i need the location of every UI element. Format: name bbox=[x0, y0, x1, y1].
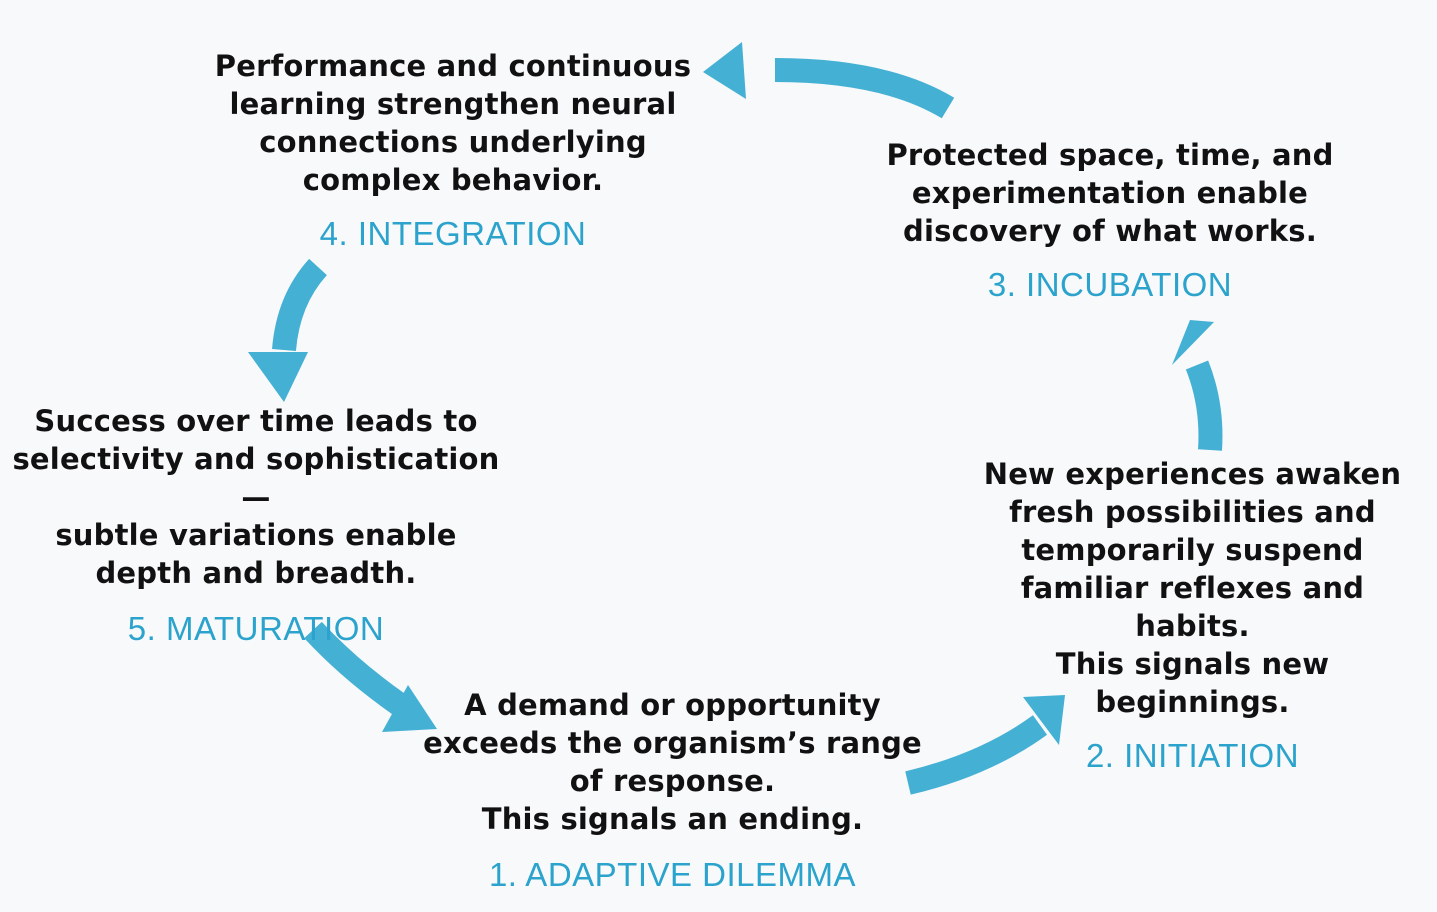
stage-integration-title: 4. INTEGRATION bbox=[319, 215, 587, 252]
arrow-dilemma-to-initiation-head bbox=[1023, 695, 1065, 745]
arrow-dilemma-to-initiation bbox=[905, 715, 1048, 795]
stage-integration-description: Performance and continuous learning stre… bbox=[214, 49, 692, 197]
stage-incubation-title: 3. INCUBATION bbox=[987, 266, 1233, 303]
stage-initiation-title: 2. INITIATION bbox=[1085, 737, 1300, 774]
stage-maturation-title: 5. MATURATION bbox=[127, 610, 385, 647]
arrow-incubation-to-integration-head bbox=[703, 42, 746, 99]
stage-integration: Performance and continuous learning stre… bbox=[203, 47, 703, 254]
arrow-initiation-to-incubation-head bbox=[1172, 320, 1214, 365]
stage-incubation-description: Protected space, time, and experimentati… bbox=[886, 138, 1334, 248]
stage-adaptive-dilemma: A demand or opportunity exceeds the orga… bbox=[420, 686, 925, 895]
arrow-integration-to-maturation-head bbox=[248, 352, 308, 402]
stage-initiation-description: New experiences awaken fresh possibiliti… bbox=[983, 457, 1402, 719]
stage-incubation: Protected space, time, and experimentati… bbox=[860, 136, 1360, 305]
stage-maturation-description: Success over time leads to selectivity a… bbox=[12, 404, 500, 590]
stage-maturation: Success over time leads to selectivity a… bbox=[0, 402, 512, 649]
arrow-maturation-to-dilemma-head bbox=[382, 685, 437, 732]
arrow-integration-to-maturation bbox=[272, 258, 328, 352]
stage-adaptive-dilemma-title: 1. ADAPTIVE DILEMMA bbox=[488, 856, 857, 893]
arrow-initiation-to-incubation bbox=[1185, 360, 1223, 451]
stage-initiation: New experiences awaken fresh possibiliti… bbox=[960, 455, 1425, 776]
arrow-incubation-to-integration bbox=[774, 58, 955, 119]
stage-adaptive-dilemma-description: A demand or opportunity exceeds the orga… bbox=[423, 688, 922, 836]
arrow-maturation-to-dilemma bbox=[304, 621, 407, 715]
